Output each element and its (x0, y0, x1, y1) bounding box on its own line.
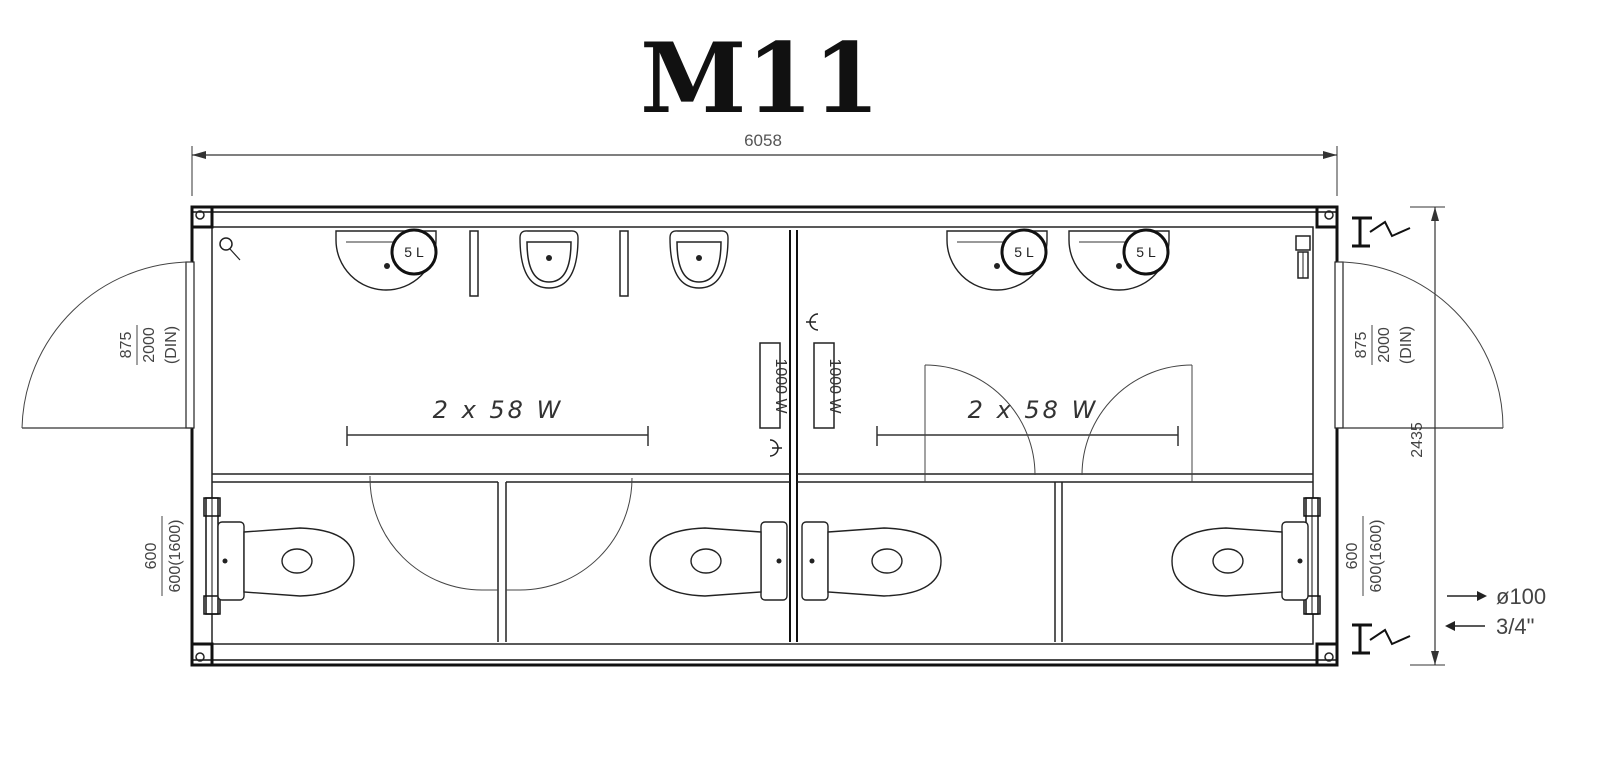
water-heater-icon: 5 L (1122, 228, 1170, 276)
width-dimension-label: 2435 (1409, 422, 1426, 458)
length-dimension: 6058 (191, 131, 1338, 196)
water-heater-icon: 5 L (1000, 228, 1048, 276)
left-door-standard-label: (DIN) (163, 326, 180, 364)
light-switch-icon (1295, 235, 1311, 279)
water-heater-icon: 5 L (390, 228, 438, 276)
right-door-standard-label: (DIN) (1398, 326, 1415, 364)
boiler-label-3: 5 L (1136, 244, 1156, 260)
left-window-height-label: 600(1600) (167, 520, 184, 593)
right-window: 600 600(1600) (1303, 497, 1385, 615)
urinal-icon (519, 230, 579, 289)
left-door-height-label: 2000 (141, 327, 158, 363)
right-window-width-label: 600 (1344, 543, 1361, 570)
water-connection: 3/4" (1445, 614, 1534, 639)
right-heater-label: 1000 W (826, 358, 843, 414)
wc-pan-icon (801, 521, 942, 601)
right-light-fixture: 2 x 58 W (876, 396, 1179, 446)
right-window-height-label: 600(1600) (1368, 520, 1385, 593)
right-heater: 1000 W (813, 342, 843, 429)
cubicle-partitions (212, 230, 1313, 642)
water-label: 3/4" (1496, 614, 1534, 639)
right-door-width-label: 875 (1353, 332, 1370, 359)
left-heater: 1000 W (759, 342, 789, 429)
left-window: 600 600(1600) (143, 497, 221, 615)
right-entrance-door: 875 2000 (DIN) (1334, 261, 1504, 429)
center-partition (789, 230, 798, 642)
length-dimension-label: 6058 (744, 131, 782, 150)
container-walls (190, 205, 1339, 667)
right-door-height-label: 2000 (1376, 327, 1393, 363)
boiler-label-2: 5 L (1014, 244, 1034, 260)
wc-pan-icon (1171, 521, 1309, 601)
wc-pan-icon (217, 521, 355, 601)
width-dimension: 2435 (1409, 206, 1445, 666)
cubicle-door-swings (369, 364, 1193, 591)
left-heater-label: 1000 W (772, 358, 789, 414)
electric-connection-icon (1352, 623, 1411, 655)
right-light-label: 2 x 58 W (968, 396, 1099, 424)
plan-title: M11 (640, 22, 880, 135)
boiler-label-1: 5 L (404, 244, 424, 260)
socket-icon (806, 313, 819, 331)
left-entrance-door: 875 2000 (DIN) (21, 261, 195, 429)
drain-connection: ø100 (1447, 584, 1546, 609)
urinal-icon (669, 230, 729, 289)
socket-icon (769, 439, 782, 457)
left-door-width-label: 875 (118, 332, 135, 359)
light-switch-icon (219, 237, 241, 261)
wc-pan-icon (649, 521, 788, 601)
drain-label: ø100 (1496, 584, 1546, 609)
electric-connection-icon (1352, 216, 1411, 248)
left-light-label: 2 x 58 W (433, 396, 564, 424)
left-window-width-label: 600 (143, 543, 160, 570)
left-light-fixture: 2 x 58 W (346, 396, 649, 446)
